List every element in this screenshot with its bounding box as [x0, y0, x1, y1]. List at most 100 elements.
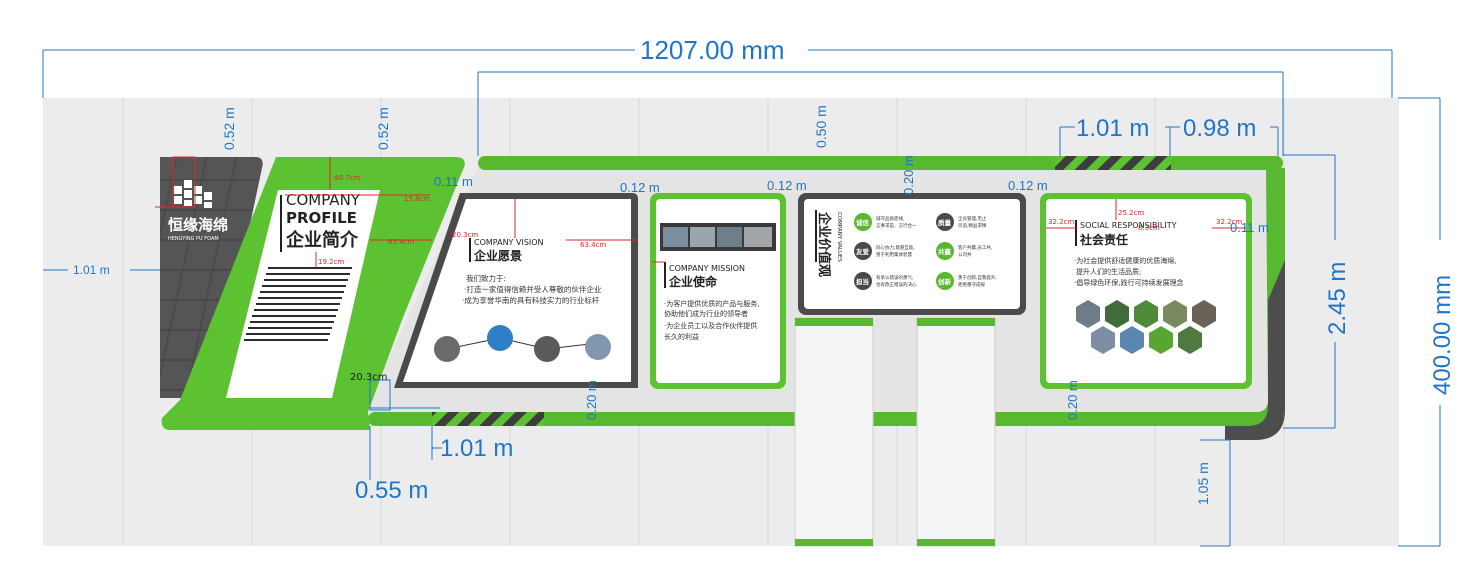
- dim-bottom-c: 1.05 m: [1195, 462, 1211, 505]
- mission-title-en: COMPANY MISSION: [669, 264, 745, 273]
- dim-top-left-b: 0.52 m: [375, 107, 391, 150]
- value-1-text1: 诚守品质底线,: [876, 215, 904, 222]
- mission-photo-3: [717, 227, 742, 247]
- social-line2: 提升人们的生活品质;: [1076, 267, 1141, 276]
- dim-total-width: 1207.00 mm: [640, 35, 785, 65]
- value-3-text2: 善于利用集体智慧: [876, 251, 912, 258]
- value-badge-2-text: 质量: [938, 218, 952, 227]
- right-dark-corner: [1225, 260, 1285, 440]
- profile-text-lines: [244, 267, 352, 341]
- social-title-cn: 社会责任: [1079, 232, 1128, 247]
- red-label-5: 32.2cm: [1048, 218, 1074, 226]
- social-title-en: SOCIAL RESPONSIBILITY: [1080, 221, 1177, 230]
- logo-icon: [174, 180, 212, 208]
- dim-total-height: 400.00 mm: [1429, 275, 1456, 395]
- mission-title-cn: 企业使命: [668, 274, 718, 289]
- dim-top-left-a: 0.52 m: [221, 107, 237, 150]
- value-badge-6-text: 创新: [937, 277, 952, 286]
- value-badge-6: [936, 272, 954, 290]
- value-6-text2: 拒绝墨守成规: [958, 281, 985, 288]
- leg-left: [794, 317, 874, 547]
- value-4-text2: 公司共: [958, 251, 972, 258]
- vision-photo-1: [434, 336, 460, 362]
- profile-title-cn: 企业简介: [285, 229, 359, 251]
- mission-photo-1: [663, 227, 688, 247]
- vision-line2: ·成为享誉华南的具有科技实力的行业标杆: [462, 295, 600, 305]
- vision-photo-2: [487, 325, 513, 351]
- vision-title-cn: 企业愿景: [473, 248, 522, 263]
- value-badge-4-text: 共赢: [938, 247, 952, 256]
- values-title-en: COMPANY VALUES: [836, 212, 842, 262]
- dim-left-height: 1.01 m: [73, 263, 110, 277]
- value-1-text2: 言事求是、言行合一: [876, 222, 917, 229]
- leg-left-foot: [795, 539, 873, 546]
- mission-line2: 协助他们成为行业的领导者: [664, 309, 748, 318]
- vision-photo-4: [585, 334, 611, 360]
- dim-gap-d: 0.12 m: [1008, 178, 1048, 193]
- leg-right: [916, 317, 996, 547]
- mission-photo-4: [744, 227, 772, 247]
- value-badge-1: [854, 213, 872, 231]
- value-2-text2: 尽追,精益求精: [958, 222, 987, 229]
- social-line3: ·倡导绿色环保,践行可持续发展理念: [1074, 278, 1183, 287]
- red-label-1: 40.7cm: [334, 174, 360, 182]
- value-badge-2: [936, 213, 954, 231]
- red-label-3: 20.3cm: [452, 231, 478, 239]
- mission-photo-2: [690, 227, 715, 247]
- profile-white-panel: [226, 190, 380, 398]
- value-badge-5-text: 担当: [856, 277, 869, 286]
- red-label-2: 63.4cm: [580, 241, 606, 249]
- value-4-text1: 客户共赢,员工共,: [958, 244, 992, 251]
- vision-connector: [446, 337, 599, 350]
- mission-line1: ·为客户提供优质的产品与服务,: [664, 299, 759, 308]
- vision-white: [403, 199, 631, 382]
- value-5-text1: 有承认错误的勇气,: [876, 274, 913, 281]
- dim-top-right-b: 0.98 m: [1183, 115, 1256, 142]
- value-6-text1: 勇于创新,自我提升,: [958, 274, 997, 281]
- dim-gap-a: 0.11 m: [434, 174, 473, 189]
- dim-top-right-a: 1.01 m: [1076, 115, 1149, 142]
- value-badge-1-text: 诚信: [856, 218, 870, 227]
- vision-photo-3: [534, 336, 560, 362]
- vision-title-en: COMPANY VISION: [474, 238, 544, 247]
- value-badge-3-text: 友爱: [856, 247, 870, 256]
- dim-bottom-b: 0.55 m: [355, 477, 428, 504]
- cm-label: 20.3cm: [350, 372, 388, 383]
- mission-line3: ·为企业员工以及合作伙伴提供: [664, 321, 757, 330]
- leg-left-top: [795, 318, 873, 326]
- top-stripe: [1055, 156, 1171, 170]
- value-badge-4: [936, 242, 954, 260]
- red-label-9: 19.2cm: [318, 258, 344, 266]
- brand-name-en: HENGYING PU FOAM: [168, 236, 219, 242]
- red-label-10: 8.3cm: [1138, 224, 1160, 232]
- brand-dark-panel: [160, 157, 263, 398]
- leg-right-foot: [917, 539, 995, 546]
- red-label-8: 65.4cm: [388, 238, 414, 246]
- value-badge-3: [854, 242, 872, 260]
- dim-vert-b: 0.20 m: [901, 155, 916, 195]
- brand-name-cn: 恒缘海绵: [168, 216, 228, 234]
- red-label-7: 15.8cm: [404, 195, 430, 203]
- leg-right-top: [917, 318, 995, 326]
- value-2-text1: 全员管理,无止: [958, 215, 987, 222]
- value-5-text2: 也有改正错误的决心: [876, 281, 917, 288]
- dim-gap-e: 0.11 m: [1230, 220, 1269, 235]
- values-title-cn: 企业价值观: [816, 211, 832, 277]
- social-hex-photos: [1076, 300, 1216, 354]
- dim-gap-b: 0.12 m: [620, 180, 660, 195]
- dim-vert-c: 0.20 m: [1065, 380, 1080, 420]
- vision-line1: ·打造一家值得信赖并受人尊敬的伙伴企业: [464, 284, 602, 294]
- value-badge-5: [854, 272, 872, 290]
- red-label-6: 32.2cm: [1216, 218, 1242, 226]
- red-annotations: [155, 156, 1246, 268]
- dim-top-mid: 0.50 m: [813, 105, 829, 148]
- vision-lead: 我们致力于:: [466, 273, 506, 283]
- social-line1: ·为社会提供舒适健康的优质海绵,: [1074, 256, 1176, 265]
- bottom-stripe: [432, 412, 544, 426]
- dim-panel-height: 2.45 m: [1324, 262, 1351, 335]
- dimension-lines: [42, 49, 1441, 547]
- red-label-4: 25.2cm: [1118, 209, 1144, 217]
- profile-title-en2: PROFILE: [286, 209, 357, 227]
- dim-bottom-a: 1.01 m: [440, 435, 513, 462]
